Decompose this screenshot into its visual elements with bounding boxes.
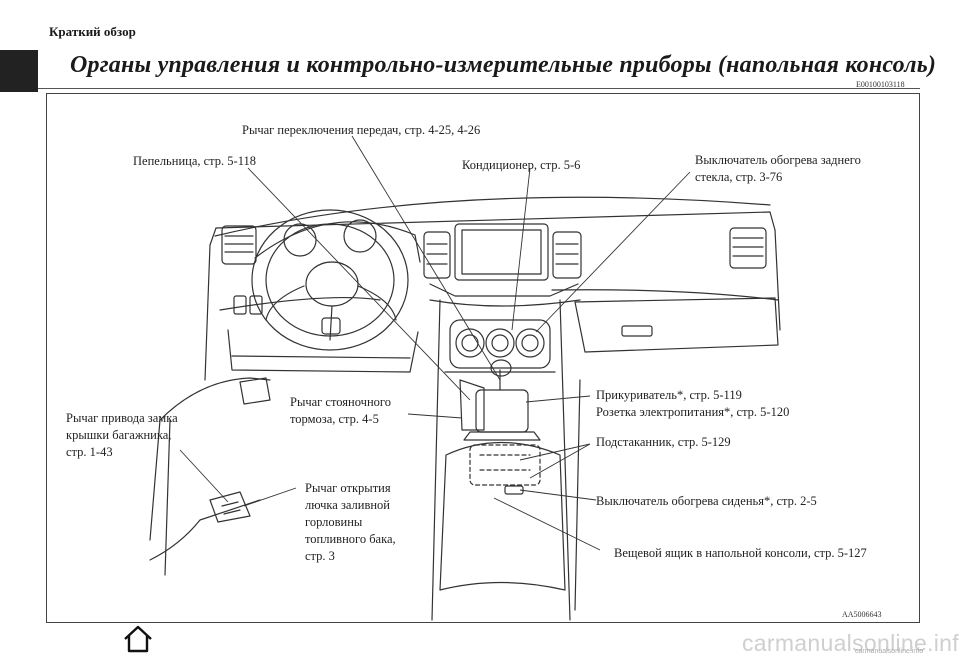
- leader-rear-defogger: [535, 171, 691, 333]
- callout-fuel-door-line4: топливного бака,: [305, 532, 396, 546]
- callout-trunk-release: Рычаг привода замка крышки багажника, ст…: [66, 410, 178, 461]
- watermark-small: carmanualsonline.info: [855, 648, 924, 655]
- callout-cup-holder: Подстаканник, стр. 5-129: [596, 435, 731, 449]
- leader-air-conditioner: [511, 167, 531, 331]
- callout-air-conditioner: Кондиционер, стр. 5-6: [462, 158, 581, 172]
- leader-lighter: [525, 395, 591, 403]
- callout-trunk-release-line3: стр. 1-43: [66, 445, 113, 459]
- watermark: carmanualsonline.info: [742, 630, 960, 656]
- callout-fuel-door-line5: стр. 3: [305, 549, 335, 563]
- callout-rear-defogger: Выключатель обогрева заднего стекла, стр…: [695, 152, 861, 186]
- page-title: Органы управления и контрольно-измерител…: [70, 52, 937, 78]
- callout-fuel-door: Рычаг открытия лючка заливной горловины …: [305, 480, 396, 565]
- leader-gear-lever: [351, 135, 501, 381]
- callout-parking-brake-line2: тормоза, стр. 4-5: [290, 412, 379, 426]
- side-tab-marker: [0, 50, 38, 92]
- document-code: E00100103118: [856, 80, 905, 89]
- callout-rear-defogger-line2: стекла, стр. 3-76: [695, 170, 783, 184]
- leader-fuel-door: [243, 487, 297, 507]
- callout-ashtray: Пепельница, стр. 5-118: [133, 154, 256, 168]
- callout-parking-brake: Рычаг стояночного тормоза, стр. 4-5: [290, 394, 391, 428]
- callout-trunk-release-line2: крышки багажника,: [66, 428, 172, 442]
- leader-parking-brake: [407, 413, 463, 419]
- home-icon[interactable]: [122, 624, 154, 654]
- leader-seat-heater: [519, 489, 597, 501]
- leader-trunk-release: [179, 449, 229, 503]
- callout-power-outlet-line2: Розетка электропитания*, стр. 5-120: [596, 405, 790, 419]
- callout-lighter-line1: Прикуриватель*, стр. 5-119: [596, 388, 742, 402]
- callout-fuel-door-line1: Рычаг открытия: [305, 481, 391, 495]
- callout-trunk-release-line1: Рычаг привода замка: [66, 411, 178, 425]
- callout-console-box: Вещевой ящик в напольной консоли, стр. 5…: [614, 546, 867, 560]
- callout-cigarette-lighter: Прикуриватель*, стр. 5-119 Розетка элект…: [596, 387, 789, 421]
- callout-seat-heater: Выключатель обогрева сиденья*, стр. 2-5: [596, 494, 817, 508]
- callout-fuel-door-line2: лючка заливной: [305, 498, 390, 512]
- figure-code: AA5006643: [842, 610, 882, 619]
- callout-fuel-door-line3: горловины: [305, 515, 363, 529]
- callout-gear-lever: Рычаг переключения передач, стр. 4-25, 4…: [242, 123, 481, 137]
- leader-ashtray: [247, 167, 471, 401]
- leader-cup-holder: [519, 443, 591, 479]
- figure-frame: [46, 93, 920, 623]
- callout-rear-defogger-line1: Выключатель обогрева заднего: [695, 153, 861, 167]
- leader-console-box: [493, 497, 601, 551]
- title-divider: [38, 88, 920, 89]
- callout-parking-brake-line1: Рычаг стояночного: [290, 395, 391, 409]
- section-label: Краткий обзор: [49, 24, 136, 39]
